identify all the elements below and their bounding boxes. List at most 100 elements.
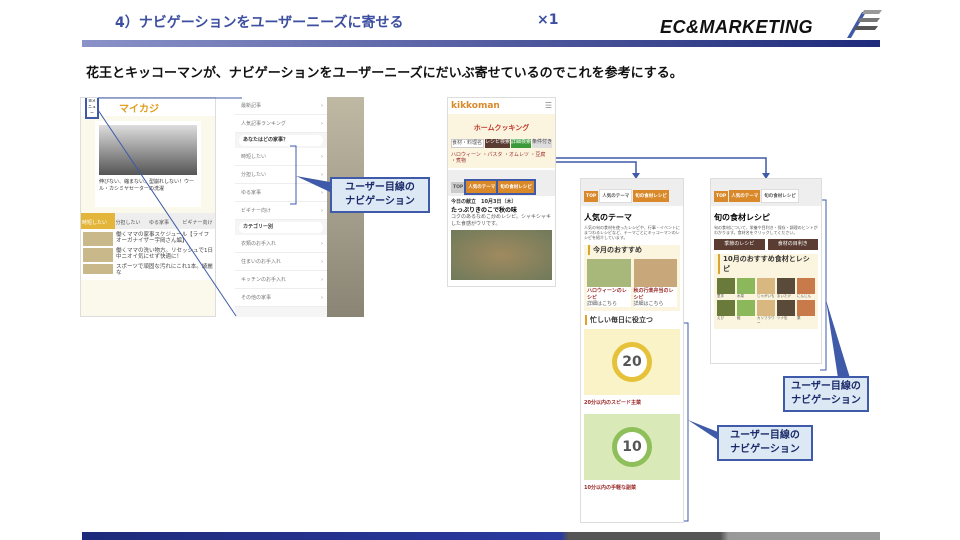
food-image: [737, 300, 755, 317]
logo-mark-icon: [847, 10, 882, 38]
app-logo: マイカジ: [119, 103, 159, 115]
food-name: にんじん: [797, 293, 811, 298]
food-item[interactable]: まいたけ: [777, 277, 795, 299]
section-heading: 今月のおすすめ: [588, 244, 676, 255]
food-name: 水菜: [737, 293, 744, 298]
timer-10-label[interactable]: 10分以内の手軽な副菜: [584, 485, 636, 492]
menu-item: 最新記事›: [235, 97, 327, 115]
food-image: [717, 277, 735, 294]
menu-item: 時短したい›: [235, 148, 327, 166]
food-item[interactable]: ツナ缶: [777, 300, 795, 325]
tab-top[interactable]: TOP: [451, 181, 466, 193]
tab-seasonal[interactable]: 旬の食材レシピ: [761, 189, 799, 203]
card-title[interactable]: ハロウィーンのレシピ: [587, 287, 627, 301]
slide-count: ×1: [537, 12, 559, 28]
timer-20-label[interactable]: 20分以内のスピード主菜: [584, 400, 641, 407]
callout-user-navigation: ユーザー目線の ナビゲーション: [783, 376, 869, 412]
seasonal-heading: 旬の食材レシピ: [714, 213, 770, 222]
kao-tab[interactable]: 分担したい: [114, 213, 148, 229]
food-item[interactable]: じゃがいも: [757, 277, 775, 299]
kao-tab[interactable]: 時短したい: [81, 213, 115, 229]
food-name: まいたけ: [777, 293, 791, 298]
kikkoman-top-screenshot: kikkoman ☰ ホームクッキング 食材・料理名レシピ検索詳細検索条件付き ハ…: [447, 97, 556, 287]
logo: EC&MARKETING: [660, 17, 813, 37]
tab-popular-theme[interactable]: 人気のテーマ: [599, 189, 633, 203]
callout-user-navigation: ユーザー目線の ナビゲーション: [330, 177, 430, 213]
slide-subtitle: 花王とキッコーマンが、ナビゲーションをユーザーニーズにだいぶ寄せているのでこれを…: [86, 66, 683, 81]
seasonal-desc: 旬の食材について、栄養や目利き・保存・調理のヒントがわかります。食材名をクリック…: [714, 225, 818, 236]
tab-top[interactable]: TOP: [584, 191, 599, 202]
keyword[interactable]: 豆腐: [535, 151, 546, 158]
menu-heading: カテゴリー別: [239, 222, 323, 233]
food-name: カリフラワー: [757, 316, 775, 325]
food-item[interactable]: 水菜: [737, 277, 755, 299]
menu-item: 衣類のお手入れ›: [235, 235, 327, 253]
kao-tab[interactable]: ゆる家事: [148, 213, 182, 229]
food-item[interactable]: にんじん: [797, 277, 815, 299]
menu-item: その他の家事›: [235, 289, 327, 307]
list-item[interactable]: 働くママの家事スケジュール【ライフオーガナイザー宇岡さん編】: [116, 231, 210, 245]
theme-desc: 人気の旬の食材を使ったレシピや、行事・イベントにまつわるレシピなど、テーマごとに…: [584, 225, 680, 241]
today-title[interactable]: たっぷりきのこで秋の味: [451, 207, 518, 214]
food-image: [797, 300, 815, 317]
callout-user-navigation: ユーザー目線の ナビゲーション: [717, 425, 813, 461]
list-item[interactable]: スポーツで頑固な汚れにこれ1本。綺麗な: [116, 263, 213, 277]
tab-top[interactable]: TOP: [714, 191, 729, 202]
food-name: じゃがいも: [757, 293, 775, 298]
menu-icon[interactable]: ☰メニュー: [85, 98, 99, 119]
timer-10-icon: 10: [612, 427, 652, 468]
tab-seasonal[interactable]: 旬の食材レシピ: [633, 190, 669, 202]
site-logo: ホームクッキング: [473, 124, 530, 132]
food-name: 栗: [797, 316, 801, 321]
food-item[interactable]: 栗: [797, 300, 815, 325]
menu-item: ゆる家事›: [235, 184, 327, 202]
menu-heading: あなたはどの家事？: [239, 135, 323, 146]
kikkoman-logo: kikkoman: [451, 101, 500, 111]
food-image: [777, 277, 795, 294]
food-item[interactable]: 里芋: [717, 277, 735, 299]
keyword[interactable]: ハロウィーン: [451, 151, 481, 158]
food-image: [777, 300, 795, 317]
card-title[interactable]: 秋の行楽弁当のレシピ: [633, 287, 674, 301]
food-item[interactable]: 鮭: [737, 300, 755, 325]
search-input[interactable]: 食材・料理名: [451, 139, 484, 148]
search-detail-button[interactable]: 詳細検索: [510, 139, 531, 148]
search-button[interactable]: レシピ検索: [484, 139, 510, 148]
menu-item: 人気記事ランキング›: [235, 115, 327, 133]
food-item[interactable]: えび: [717, 300, 735, 325]
timer-card-20[interactable]: 20: [584, 329, 680, 396]
kao-tab[interactable]: ビギナー向け: [181, 213, 215, 229]
menu-item: 住まいのお手入れ›: [235, 253, 327, 271]
more-link[interactable]: 詳細はこちら: [587, 300, 618, 307]
tab-popular-theme[interactable]: 人気のテーマ: [464, 178, 500, 195]
search-condition-button[interactable]: 条件付き: [531, 139, 552, 148]
food-image: [797, 277, 815, 294]
seasonal-recipe-button[interactable]: 季節のレシピ: [714, 239, 765, 250]
list-item[interactable]: 働くママの洗い物方。リセッシュで1日中ニオイ気にせず快適に！: [116, 247, 214, 261]
timer-card-10[interactable]: 10: [584, 414, 680, 481]
tab-popular-theme[interactable]: 人気のテーマ: [729, 190, 761, 202]
today-desc: コクのあるなめこ炒めレシピ。シャキシャキした食感がウリです。: [451, 214, 552, 227]
more-link[interactable]: 詳細はこちら: [633, 300, 664, 307]
keyword[interactable]: 煮物: [456, 158, 467, 164]
today-image: [451, 230, 552, 280]
food-item[interactable]: カリフラワー: [757, 300, 775, 325]
food-image: [757, 277, 775, 294]
header-bar: [82, 40, 880, 47]
ingredient-button[interactable]: 食材の目利き: [767, 239, 818, 250]
timer-20-icon: 20: [612, 342, 652, 383]
kao-app-screenshot: ☰メニュー マイカジ 伸びない、縮まない、型崩れしない！ウール・カシミヤセーター…: [80, 97, 216, 317]
food-image: [757, 300, 775, 317]
food-name: 里芋: [717, 293, 724, 298]
food-image: [717, 300, 735, 317]
food-name: 鮭: [737, 316, 741, 321]
menu-icon[interactable]: ☰: [544, 101, 552, 110]
footer-bar: [82, 532, 880, 540]
keyword[interactable]: パスタ: [487, 151, 503, 158]
keyword[interactable]: オムレツ: [508, 151, 529, 158]
article-image: [99, 125, 197, 175]
food-name: ツナ缶: [777, 316, 788, 321]
tab-seasonal[interactable]: 旬の食材レシピ: [496, 178, 536, 195]
